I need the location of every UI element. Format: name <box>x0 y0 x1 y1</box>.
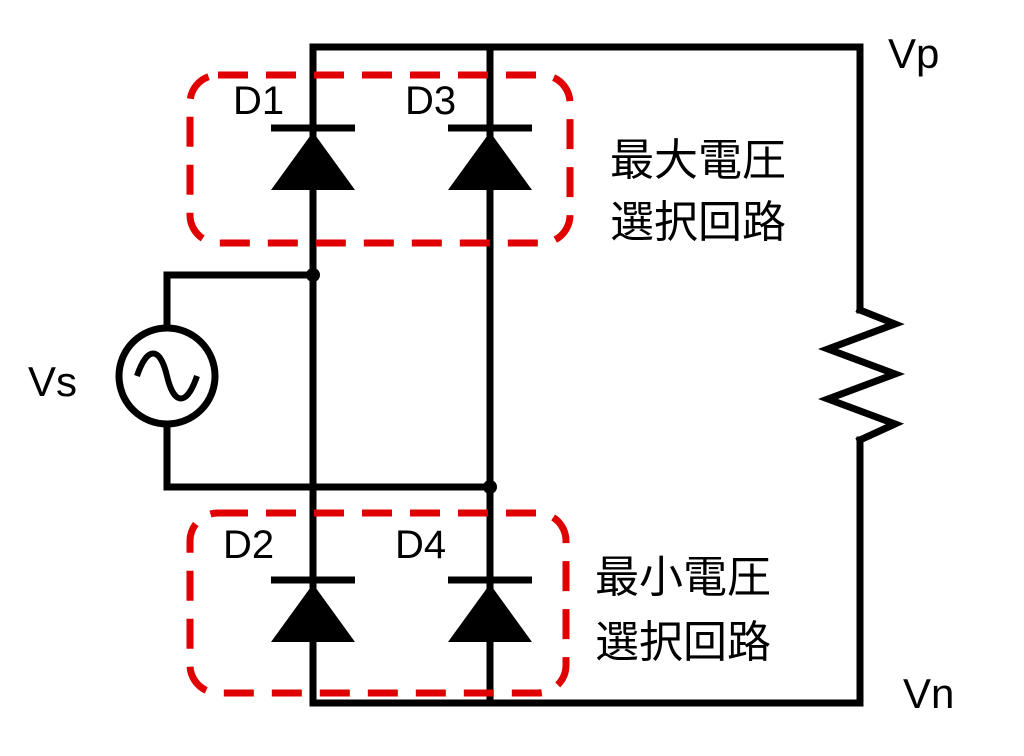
source-bottom-wire <box>163 420 494 491</box>
vp-label: Vp <box>888 30 939 77</box>
diode-d3 <box>448 124 532 190</box>
junction-dot <box>306 268 320 282</box>
vs-label: Vs <box>28 358 77 405</box>
diode-d4 <box>448 576 532 642</box>
diode-d1 <box>271 124 355 190</box>
sine-wave-icon <box>134 350 200 402</box>
source-top-wire <box>163 271 317 332</box>
bottom-wire <box>309 436 864 707</box>
junction-dot <box>483 480 497 494</box>
d2-label: D2 <box>223 523 274 567</box>
d3-label: D3 <box>405 79 456 123</box>
d1-label: D1 <box>233 79 284 123</box>
d4-label: D4 <box>395 523 446 567</box>
min-group-title-line2: 選択回路 <box>595 617 771 668</box>
max-voltage-group-box <box>186 71 574 247</box>
min-group-title-line1: 最小電圧 <box>595 552 771 603</box>
resistor <box>817 305 906 445</box>
min-voltage-group-box <box>186 509 570 697</box>
diode-d2 <box>271 576 355 642</box>
diodes <box>271 124 532 642</box>
top-wire <box>309 43 864 314</box>
max-group-title-line1: 最大電圧 <box>610 135 786 186</box>
max-group-title-line2: 選択回路 <box>610 197 786 248</box>
vn-label: Vn <box>903 670 954 717</box>
ac-source <box>115 324 219 428</box>
